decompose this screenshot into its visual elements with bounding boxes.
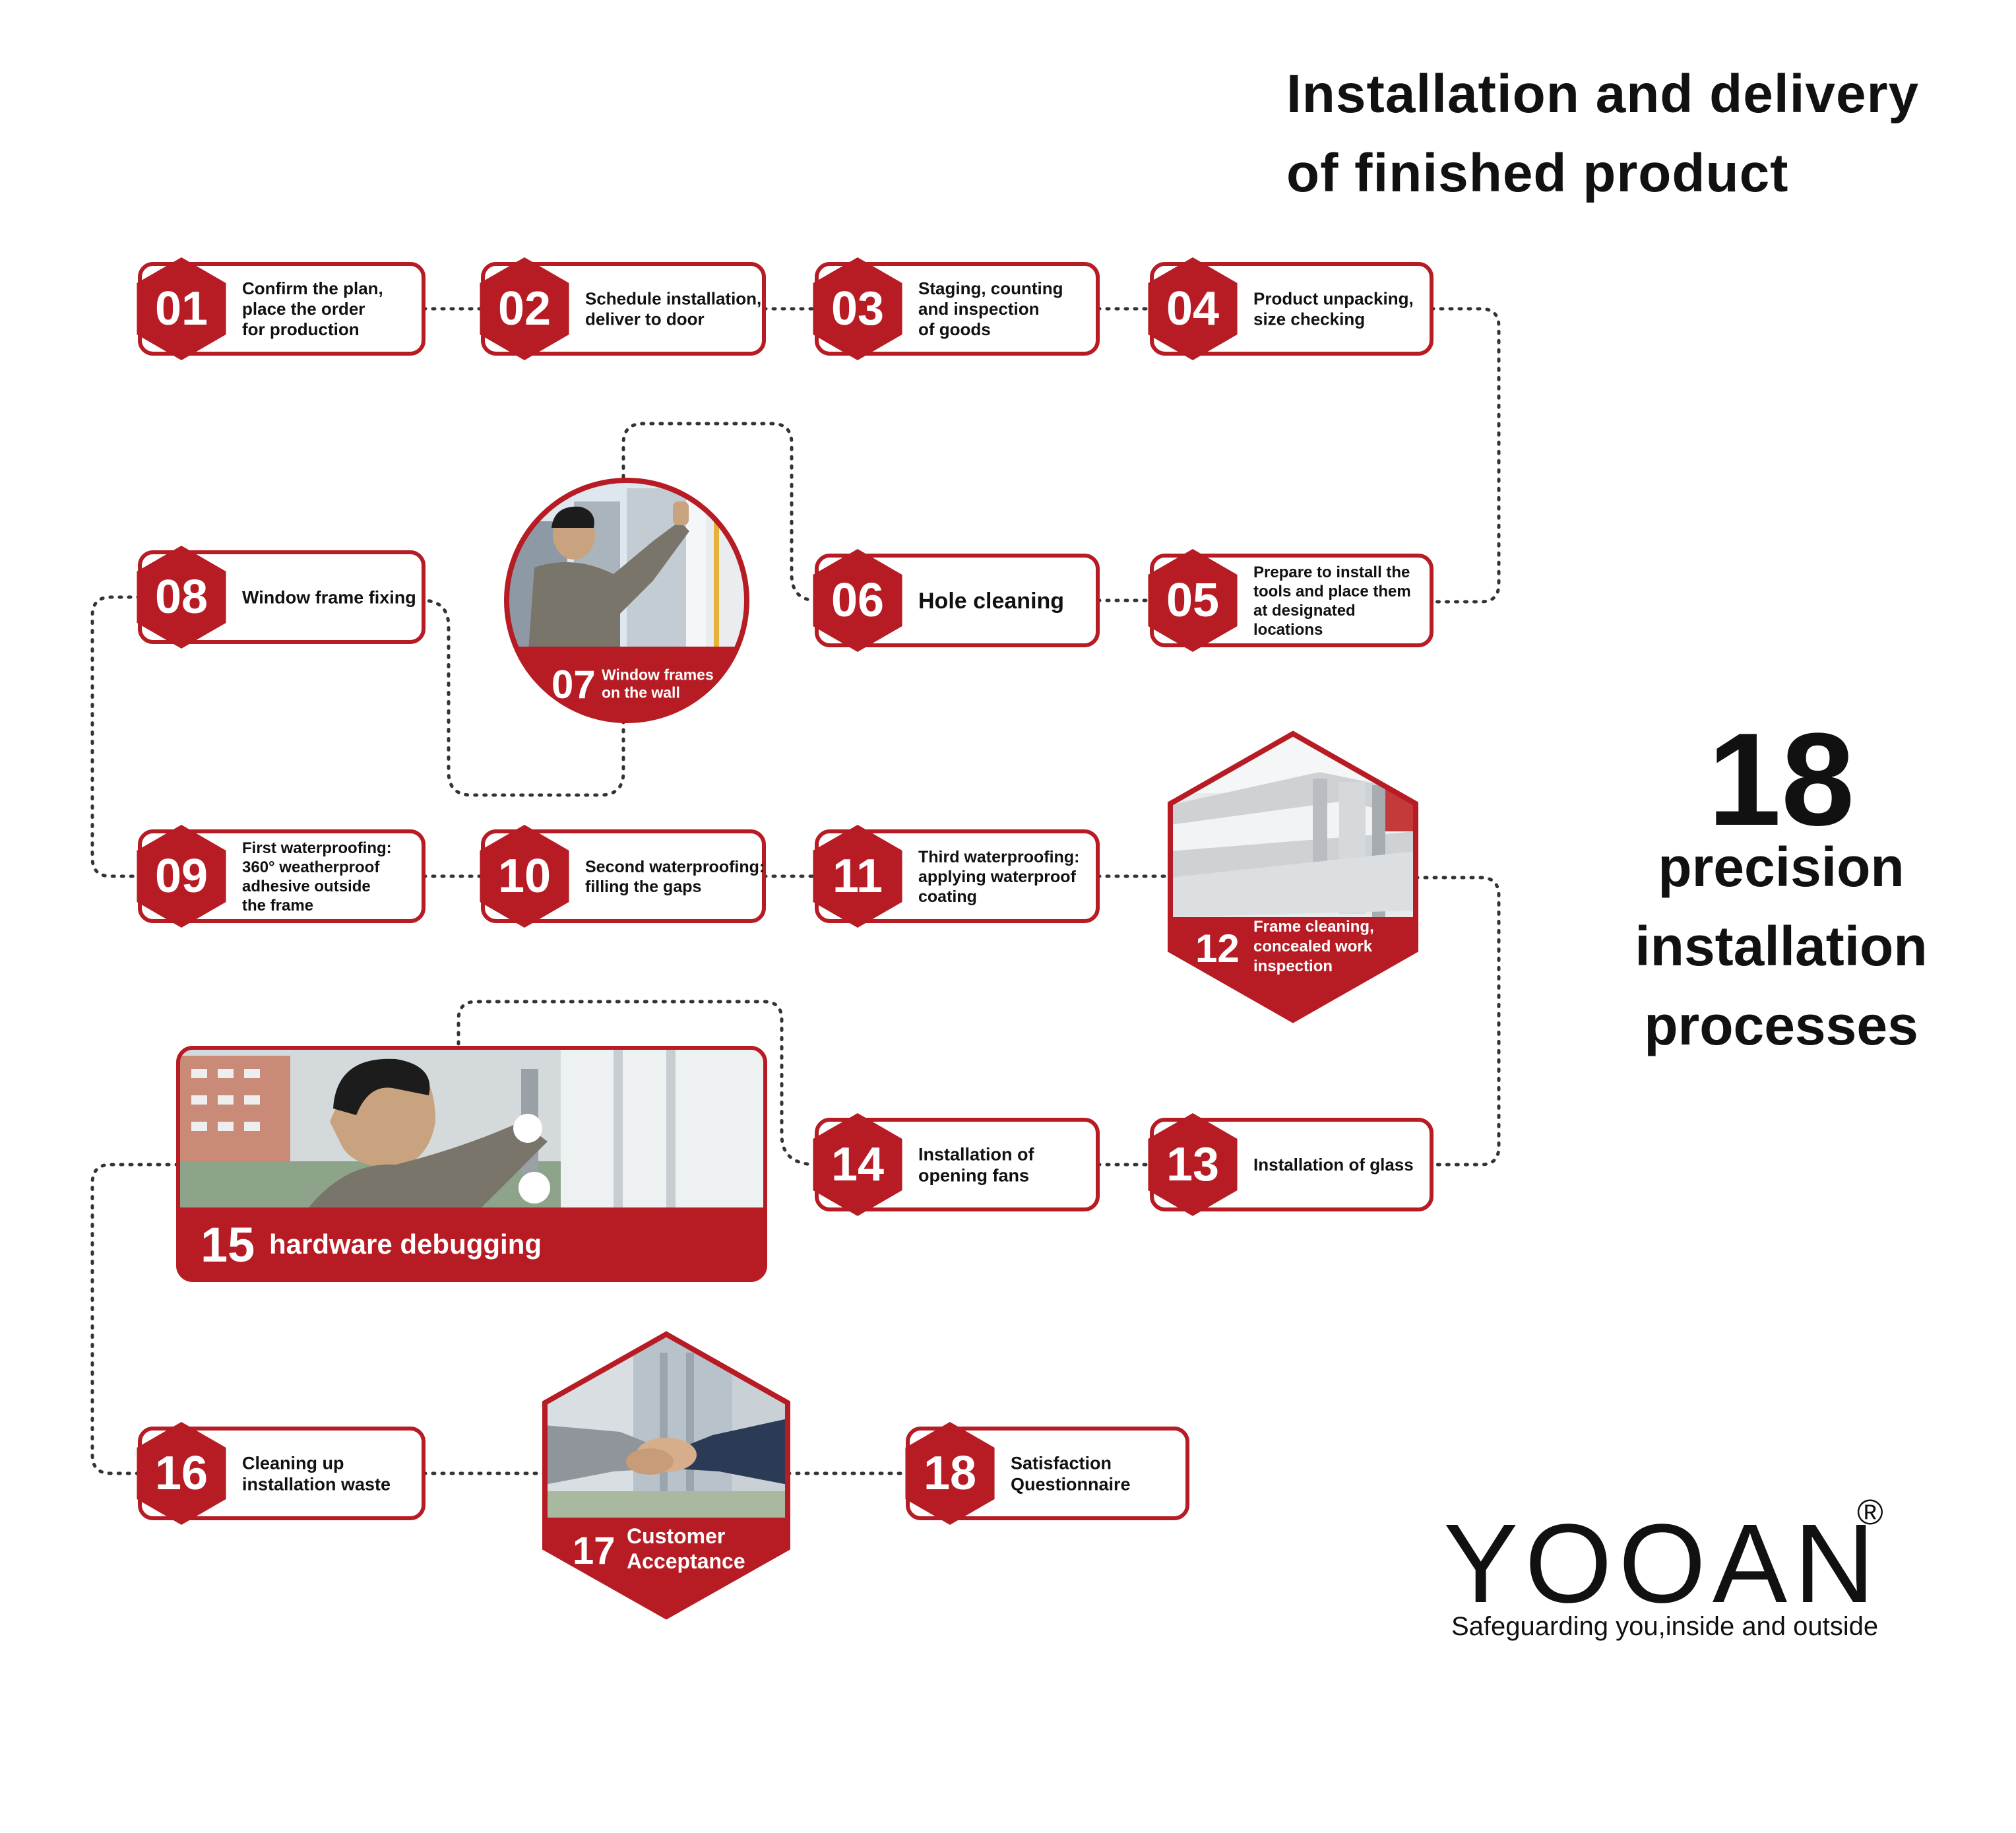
step-number-hexagon bbox=[1148, 1113, 1238, 1216]
step-number: 18 bbox=[924, 1447, 976, 1500]
step-label: hardware debugging bbox=[269, 1229, 542, 1260]
connector-lines bbox=[90, 307, 1501, 1475]
step-number-hexagon bbox=[137, 546, 226, 649]
step-07-photo-circle bbox=[504, 478, 749, 723]
headline-number: 18 bbox=[1707, 706, 1855, 853]
step-photo-label-15: 15 hardware debugging bbox=[201, 1217, 542, 1272]
step-number: 16 bbox=[155, 1447, 208, 1500]
step-number: 06 bbox=[831, 574, 884, 627]
headline-line-3: processes bbox=[1644, 994, 1918, 1056]
step-label: Installation of glass bbox=[1253, 1155, 1414, 1174]
page-title-line-1: Installation and delivery bbox=[1286, 64, 1920, 124]
step-number-hexagon bbox=[813, 825, 902, 928]
step-number-hexagon bbox=[1148, 257, 1238, 360]
step-number: 11 bbox=[833, 850, 883, 903]
step-number: 01 bbox=[155, 282, 208, 335]
step-card-08: 08 Window frame fixing bbox=[137, 546, 425, 649]
step-label: Hole cleaning bbox=[918, 589, 1064, 614]
step-number: 03 bbox=[831, 282, 884, 335]
step-number: 09 bbox=[155, 850, 208, 903]
step-number: 08 bbox=[155, 571, 208, 624]
step-label: Window frame fixing bbox=[242, 587, 416, 607]
step-number-hexagon bbox=[137, 1422, 226, 1525]
step-label: Second waterproofing:filling the gaps bbox=[585, 858, 765, 896]
step-card-10: 10 Second waterproofing:filling the gaps bbox=[480, 825, 766, 928]
step-card-06: 06 Hole cleaning bbox=[813, 549, 1100, 652]
step-number-hexagon bbox=[813, 1113, 902, 1216]
step-number-hexagon bbox=[813, 549, 902, 652]
page-title-line-2: of finished product bbox=[1286, 143, 1789, 203]
step-number-hexagon bbox=[813, 257, 902, 360]
step-number-hexagon bbox=[480, 825, 569, 928]
step-number: 15 bbox=[201, 1217, 255, 1272]
step-number: 13 bbox=[1166, 1138, 1219, 1191]
step-label: Product unpacking,size checking bbox=[1253, 289, 1414, 329]
step-17-photo-hexagon bbox=[542, 1331, 790, 1620]
step-number: 10 bbox=[498, 850, 551, 903]
connector-12-13 bbox=[1414, 876, 1501, 1167]
connector-14-15 bbox=[457, 1000, 819, 1167]
step-label: Schedule installation,deliver to door bbox=[585, 289, 761, 329]
headline-line-1: precision bbox=[1658, 836, 1905, 898]
connector-15-16 bbox=[90, 1163, 180, 1475]
headline-line-2: installation bbox=[1635, 915, 1928, 977]
step-number-hexagon bbox=[137, 825, 226, 928]
step-number-hexagon bbox=[480, 257, 569, 360]
step-15-photo-card bbox=[176, 1046, 767, 1282]
step-card-13: 13 Installation of glass bbox=[1148, 1113, 1433, 1216]
connector-04-05 bbox=[1430, 307, 1501, 604]
step-number-hexagon bbox=[905, 1422, 995, 1525]
registered-mark: ® bbox=[1857, 1493, 1883, 1532]
step-number-hexagon bbox=[1148, 549, 1238, 652]
step-number: 05 bbox=[1166, 574, 1219, 627]
step-number-hexagon bbox=[137, 257, 226, 360]
brand-logo: YOOAN bbox=[1443, 1501, 1882, 1626]
step-card-04: 04 Product unpacking,size checking bbox=[1148, 257, 1433, 360]
brand-tagline: Safeguarding you,inside and outside bbox=[1451, 1612, 1879, 1641]
connector-08-09 bbox=[90, 595, 142, 878]
step-number: 02 bbox=[498, 282, 551, 335]
step-number: 04 bbox=[1166, 282, 1219, 335]
step-card-11: 11 Third waterproofing:applying waterproo… bbox=[813, 825, 1100, 928]
step-number: 12 bbox=[1195, 926, 1240, 971]
step-card-02: 02 Schedule installation,deliver to door bbox=[480, 257, 766, 360]
step-12-photo-hexagon bbox=[1168, 730, 1418, 1023]
step-number: 17 bbox=[573, 1529, 615, 1572]
connector-06-07 bbox=[621, 422, 819, 602]
step-number: 14 bbox=[831, 1138, 884, 1191]
step-number: 07 bbox=[551, 662, 596, 707]
